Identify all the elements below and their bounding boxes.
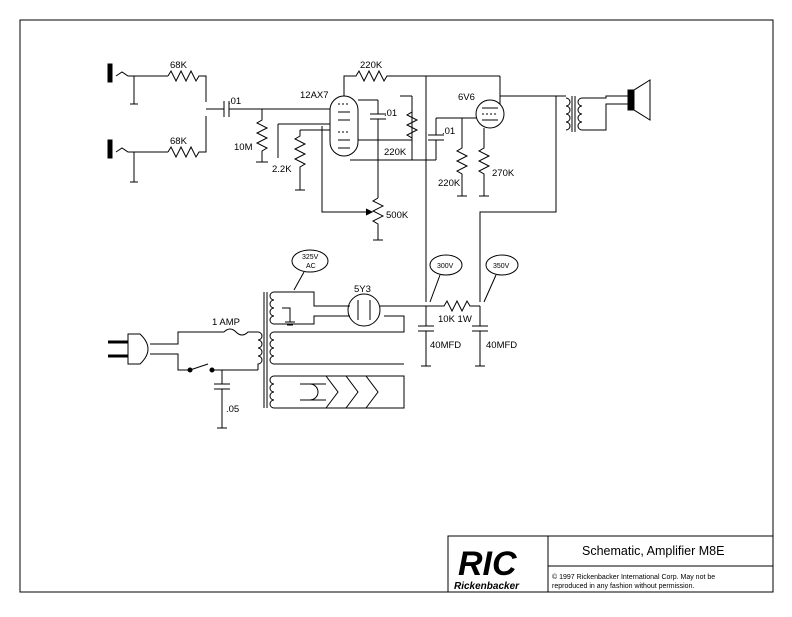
fuse-label: 1 AMP <box>212 317 240 328</box>
input-resistor-1-label: 68K <box>170 60 188 71</box>
title-block <box>447 535 774 593</box>
svg-text:RIC: RIC <box>458 545 517 583</box>
grid-resistor-symbol <box>255 109 269 163</box>
line-cap-symbol <box>214 370 230 429</box>
grid-resistor-label: 10M <box>234 142 253 153</box>
coupling-cap-3-label: .01 <box>442 126 455 137</box>
cathode-resistor-2-symbol <box>477 128 491 197</box>
volume-pot-label: 500K <box>386 210 409 221</box>
power-transformer-symbol <box>257 291 275 409</box>
power-switch-symbol <box>187 363 258 373</box>
svg-text:Rickenbacker: Rickenbacker <box>454 581 520 592</box>
grid-resistor-2-symbol <box>455 118 469 197</box>
copyright-line-1: © 1997 Rickenbacker International Corp. … <box>552 573 715 581</box>
pilot-lamp-icon <box>309 383 319 401</box>
preamp-tube-symbol <box>329 95 359 157</box>
ac-voltage-callout <box>291 249 329 291</box>
line-cap-label: .05 <box>226 404 239 415</box>
fuse-symbol <box>223 328 258 336</box>
ac-voltage-label-1: 325V <box>302 254 319 261</box>
coupling-cap-2-label: .01 <box>384 108 397 119</box>
copyright-line-2: reproduced in any fashion without permis… <box>552 583 694 590</box>
ric-logo: RIC Rickenbacker <box>454 545 520 592</box>
preamp-tube-label: 12AX7 <box>300 90 329 101</box>
plate-resistor-right-symbol <box>350 111 419 161</box>
input-jack-2 <box>107 139 168 183</box>
page-border <box>19 19 774 593</box>
output-transformer-symbol <box>556 95 628 132</box>
coupling-cap-1-label: .01 <box>228 96 241 107</box>
input-jack-1 <box>107 63 168 105</box>
voltage-callout-1 <box>429 254 463 303</box>
coupling-cap-1-symbol <box>206 101 262 117</box>
filter-cap-1-label: 40MFD <box>430 340 461 351</box>
plate-resistor-top-label: 220K <box>360 60 383 71</box>
rectifier-tube-label: 5Y3 <box>354 284 371 295</box>
rectifier-tube-symbol <box>347 293 381 327</box>
voltage-1-label: 300V <box>437 263 454 270</box>
coupling-cap-2-symbol <box>358 99 386 198</box>
input-resistor-1-symbol <box>167 69 207 102</box>
speaker-icon <box>627 79 651 121</box>
dropping-resistor-label: 10K 1W <box>438 314 472 325</box>
voltage-2-label: 350V <box>493 263 510 270</box>
cathode-resistor-2-label: 270K <box>492 168 515 179</box>
drawing-title: Schematic, Amplifier M8E <box>582 544 724 558</box>
dropping-resistor-symbol <box>426 299 480 313</box>
grid-resistor-2-label: 220K <box>438 178 461 189</box>
voltage-callout-2 <box>483 254 519 303</box>
plate-resistor-right-label: 220K <box>384 147 407 158</box>
filter-cap-1-symbol <box>418 306 434 367</box>
power-tube-symbol <box>475 99 505 129</box>
filter-cap-2-label: 40MFD <box>486 340 517 351</box>
ac-plug-icon <box>108 333 149 365</box>
filter-cap-2-symbol <box>472 306 488 367</box>
volume-pot-symbol <box>371 197 385 241</box>
cathode-resistor-symbol <box>278 123 330 191</box>
coupling-cap-3-symbol <box>412 117 476 161</box>
input-resistor-2-label: 68K <box>170 136 188 147</box>
cathode-resistor-label: 2.2K <box>272 164 292 175</box>
plate-resistor-top-symbol <box>343 69 426 96</box>
ac-voltage-label-2: AC <box>306 263 316 270</box>
input-resistor-2-symbol <box>167 116 207 159</box>
power-tube-label: 6V6 <box>458 92 475 103</box>
